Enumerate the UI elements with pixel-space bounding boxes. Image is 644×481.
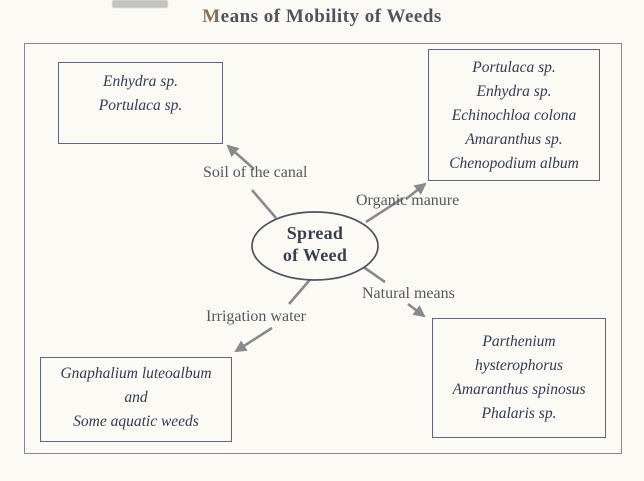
title-first-letter: M [202, 6, 221, 27]
diagram-outer-frame [24, 43, 622, 454]
title-rest: eans of Mobility of Weeds [220, 6, 442, 27]
species-name: Echinochloa colona [451, 107, 577, 124]
arrow-label-natural-means: Natural means [362, 285, 455, 302]
center-node-line1: Spread [286, 223, 344, 243]
arrow-natural-head [407, 302, 426, 318]
species-name: hysterophorus [474, 357, 564, 374]
species-name: Amaranthus sp. [465, 131, 563, 148]
arrow-label-soil-of-the-canal: Soil of the canal [203, 164, 308, 181]
species-name: Portulaca sp. [98, 97, 183, 114]
arrow-organic-segment [365, 196, 404, 224]
center-node-line2: of Weed [282, 245, 348, 265]
arrow-natural-segment [361, 264, 386, 284]
species-name: Enhydra sp. [476, 83, 552, 100]
spread-of-weed-ellipse [251, 211, 379, 281]
scan-artifact [112, 0, 168, 8]
arrow-label-organic-manure: Organic manure [356, 192, 460, 209]
species-name: Chenopodium album [449, 155, 579, 172]
arrow-soil-head [226, 144, 255, 170]
species-name: Some aquatic weeds [73, 413, 199, 430]
box-irrigation-water-species: Gnaphalium luteoalbum and Some aquatic w… [40, 357, 232, 442]
species-name: Enhydra sp. [103, 73, 178, 90]
box-natural-means-species: Parthenium hysterophorus Amaranthus spin… [432, 318, 606, 438]
arrow-label-irrigation-water: Irrigation water [206, 308, 306, 325]
species-name: Phalaris sp. [481, 405, 557, 422]
species-name: Amaranthus spinosus [452, 381, 586, 398]
arrow-irrigation-head [234, 326, 273, 353]
species-name: Gnaphalium luteoalbum [60, 365, 212, 382]
species-name: Parthenium [482, 333, 556, 350]
species-name: Portulaca sp. [472, 59, 556, 76]
arrow-organic-head [405, 182, 427, 201]
diagram-title: Means of Mobility of Weeds [0, 6, 644, 28]
box-soil-species: Enhydra sp. Portulaca sp. [58, 62, 223, 144]
center-node-label: Spread of Weed [252, 222, 378, 266]
species-name: and [124, 389, 148, 406]
arrow-soil-segment [251, 189, 277, 219]
box-organic-manure-species: Portulaca sp. Enhydra sp. Echinochloa co… [428, 49, 600, 181]
